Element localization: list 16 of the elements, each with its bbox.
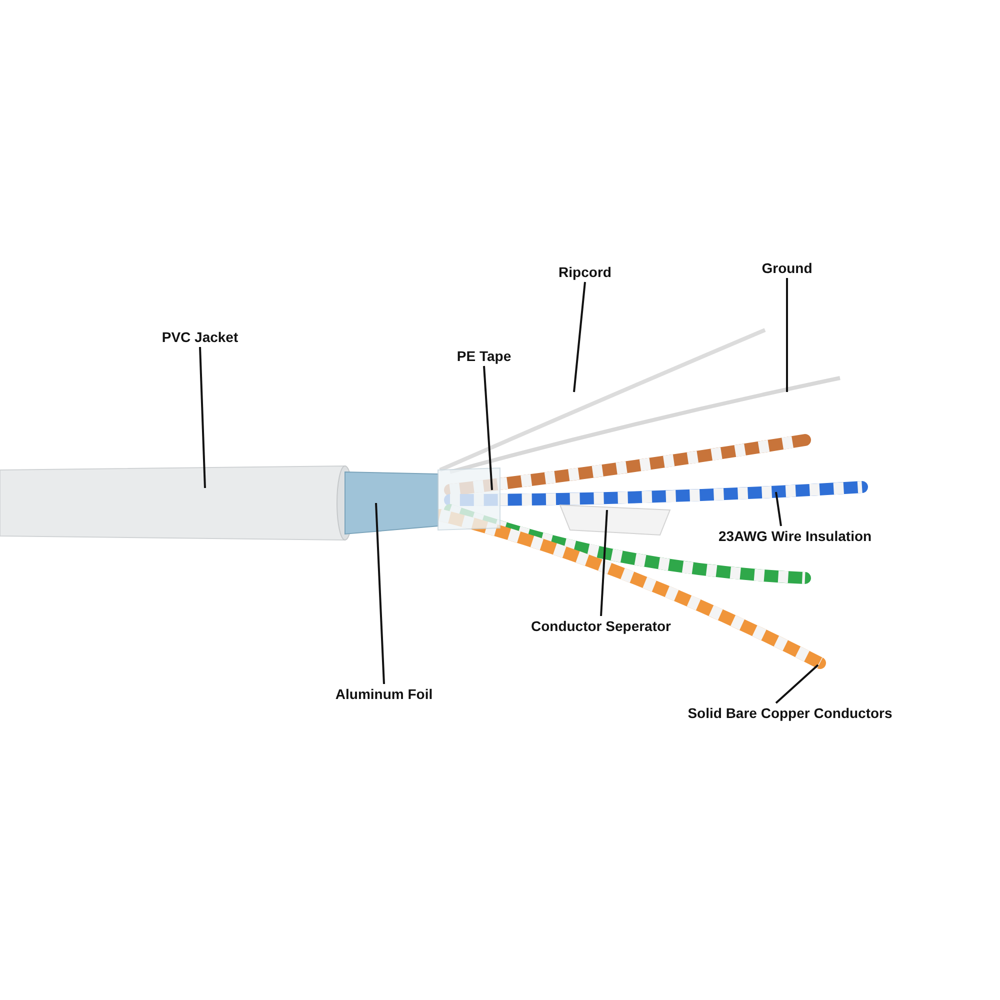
leader-line: [199, 346, 206, 488]
part-label: Aluminum Foil: [335, 686, 433, 702]
part-label: Ground: [762, 260, 812, 276]
leader-line: [483, 366, 493, 490]
part-label: 23AWG Wire Insulation: [718, 528, 872, 544]
part-label: Solid Bare Copper Conductors: [688, 705, 892, 721]
part-label: Conductor Seperator: [531, 618, 671, 634]
part-label: PVC Jacket: [162, 329, 238, 345]
leader-line: [775, 492, 782, 526]
leader-line: [775, 664, 819, 704]
part-label: PE Tape: [456, 348, 512, 364]
part-label: Ripcord: [558, 264, 612, 280]
leader-line: [573, 282, 586, 392]
leader-line: [786, 278, 788, 392]
leader-line: [375, 502, 385, 684]
leader-line: [600, 510, 608, 616]
